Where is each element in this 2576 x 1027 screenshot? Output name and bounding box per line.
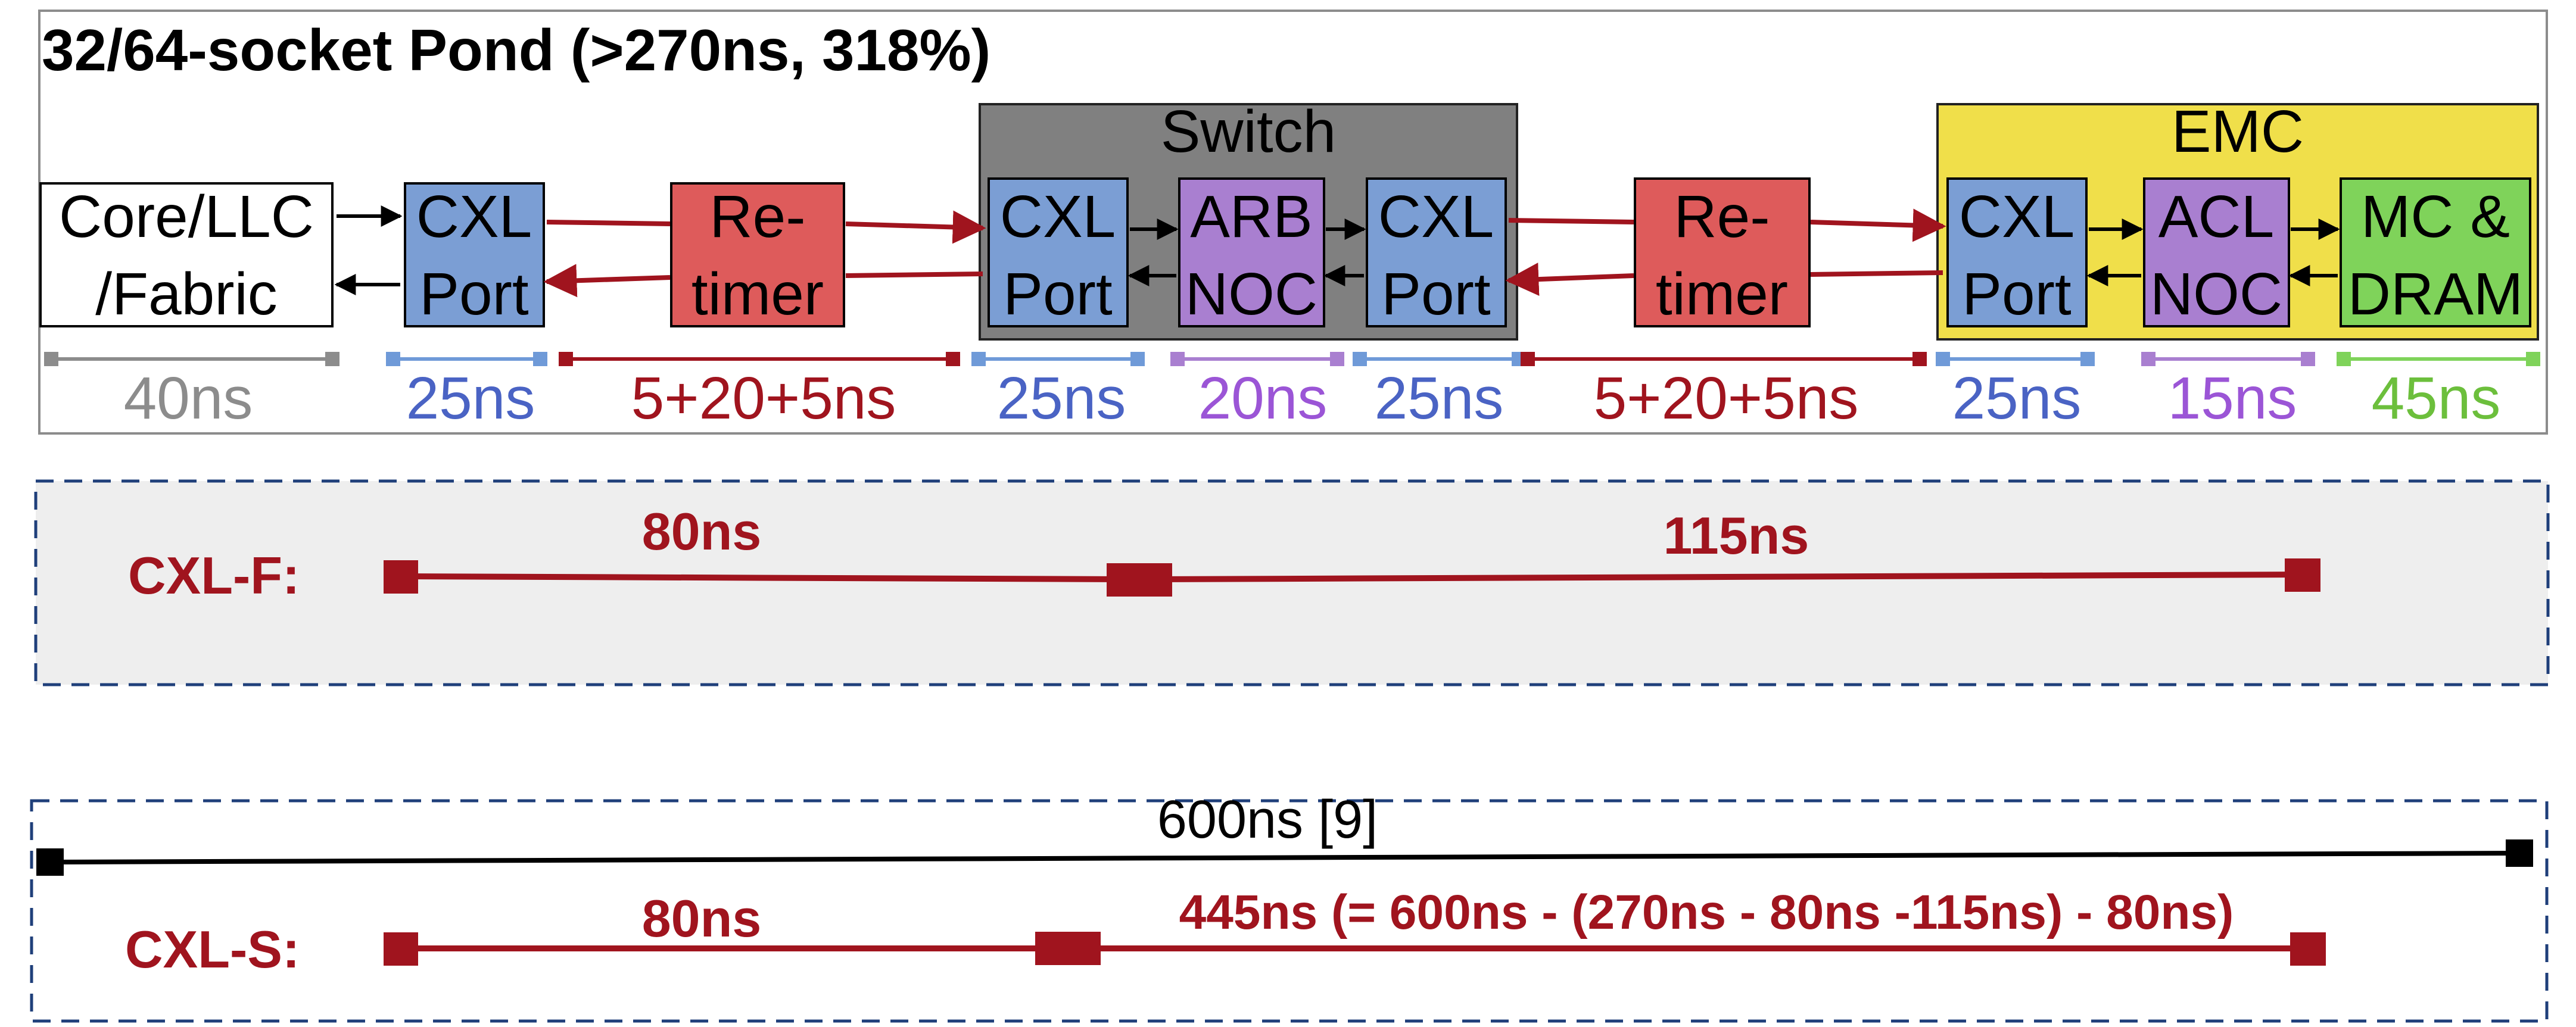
pond-title: 32/64-socket Pond (>270ns, 318%)	[42, 17, 990, 83]
block-cxl-port-1-line2: Port	[419, 261, 529, 327]
block-retimer-1-line1: Re-	[709, 183, 805, 250]
block-core-line2: /Fabric	[95, 261, 278, 327]
cxl-f-marker-start	[384, 560, 418, 594]
latency-arb: 20ns	[1198, 365, 1328, 432]
cxl-f-marker-mid-b	[1136, 563, 1172, 597]
cxl-s-marker-end	[2290, 932, 2326, 966]
latency-acl: 15ns	[2168, 365, 2297, 432]
cxl-s-total-label: 600ns [9]	[1157, 790, 1378, 850]
latency-cxl-2: 25ns	[997, 365, 1126, 432]
block-acl-noc-line1: ACL	[2158, 183, 2275, 250]
latency-cxl-1: 25ns	[406, 365, 535, 432]
cxl-s-timeline	[384, 932, 2326, 966]
block-retimer-2: Re- timer	[1634, 177, 1811, 327]
cxl-s-seg2-label: 445ns (= 600ns - (270ns - 80ns -115ns) -…	[1179, 885, 2234, 939]
emc-label: EMC	[2172, 98, 2304, 165]
block-cxl-port-3-line2: Port	[1381, 261, 1491, 327]
cxl-s-total-end	[2506, 839, 2533, 867]
block-core: Core/LLC /Fabric	[39, 182, 334, 327]
block-cxl-port-2: CXL Port	[988, 177, 1129, 327]
cxl-f-label: CXL-F:	[128, 546, 300, 605]
block-arb-noc: ARB NOC	[1178, 177, 1325, 327]
latency-core: 40ns	[124, 365, 253, 432]
block-cxl-port-3: CXL Port	[1366, 177, 1507, 327]
cxl-s-label: CXL-S:	[125, 920, 300, 979]
latency-cxl-3: 25ns	[1375, 365, 1504, 432]
block-retimer-2-line1: Re-	[1674, 183, 1770, 250]
latency-cxl-4: 25ns	[1952, 365, 2082, 432]
cxl-f-panel	[34, 479, 2550, 686]
block-cxl-port-4-line2: Port	[1962, 261, 2072, 327]
block-retimer-1: Re- timer	[670, 182, 845, 327]
block-arb-noc-line1: ARB	[1190, 183, 1313, 250]
block-cxl-port-1: CXL Port	[404, 182, 545, 327]
cxl-s-marker-start	[384, 932, 418, 966]
block-retimer-1-line2: timer	[691, 261, 824, 327]
cxl-f-seg2-label: 115ns	[1664, 506, 1809, 565]
cxl-s-seg1-label: 80ns	[642, 889, 762, 948]
cxl-s-panel	[30, 799, 2549, 1023]
block-retimer-2-line2: timer	[1656, 261, 1788, 327]
block-mc-dram: MC & DRAM	[2340, 177, 2531, 327]
block-mc-dram-line1: MC &	[2361, 183, 2510, 250]
latency-retimer-1: 5+20+5ns	[631, 365, 896, 432]
block-acl-noc: ACL NOC	[2143, 177, 2290, 327]
cxl-f-seg1-label: 80ns	[642, 502, 762, 561]
cxl-s-total-start	[36, 848, 64, 876]
cxl-s-total-line	[36, 839, 2533, 876]
latency-labels: 40ns 25ns 5+20+5ns 25ns 20ns 25ns 5+20+5…	[124, 365, 2501, 432]
cxl-f-timeline	[384, 558, 2320, 597]
latency-retimer-2: 5+20+5ns	[1594, 365, 1859, 432]
block-core-line1: Core/LLC	[59, 183, 314, 250]
block-mc-dram-line2: DRAM	[2348, 261, 2523, 327]
block-cxl-port-2-line2: Port	[1003, 261, 1113, 327]
block-cxl-port-1-line1: CXL	[416, 183, 532, 250]
block-cxl-port-3-line1: CXL	[1378, 183, 1494, 250]
black-arrows	[334, 205, 2340, 295]
cxl-f-marker-end	[2285, 558, 2320, 592]
block-arb-noc-line2: NOC	[1185, 261, 1317, 327]
block-cxl-port-4-line1: CXL	[1959, 183, 2075, 250]
block-acl-noc-line2: NOC	[2150, 261, 2282, 327]
block-cxl-port-2-line1: CXL	[1000, 183, 1116, 250]
red-arrows	[543, 208, 1946, 298]
cxl-s-marker-mid-b	[1065, 932, 1101, 965]
block-cxl-port-4: CXL Port	[1946, 177, 2088, 327]
switch-label: Switch	[1161, 98, 1337, 165]
latency-mc: 45ns	[2372, 365, 2501, 432]
latency-bars	[44, 352, 2540, 366]
